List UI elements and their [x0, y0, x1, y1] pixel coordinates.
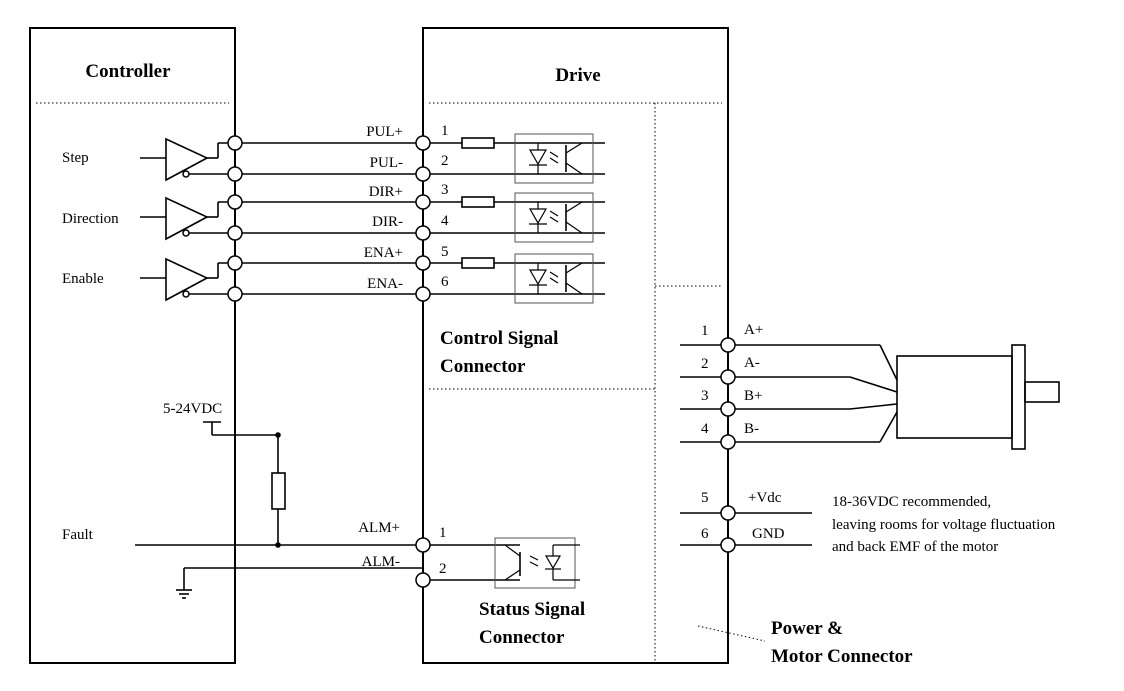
- pin-label-dir-plus: DIR+: [369, 184, 403, 200]
- pin-num-2: 2: [441, 153, 449, 169]
- power-motor-wires: [680, 344, 898, 546]
- input-resistors: [461, 137, 495, 269]
- power-pin-label-b-minus: B-: [744, 421, 759, 437]
- drive-control-terminals: [415, 135, 431, 302]
- resistor-1: [461, 137, 495, 149]
- power-terminals: [720, 337, 736, 553]
- status-pin-num-1: 1: [439, 525, 447, 541]
- controller-box: Controller: [29, 27, 236, 664]
- signal-label-step: Step: [62, 150, 89, 166]
- supply-label: 5-24VDC: [163, 401, 222, 417]
- signal-wires: [235, 142, 605, 295]
- power-pin-label-a-plus: A+: [744, 322, 763, 338]
- optocoupler-step: [514, 133, 594, 184]
- pin-label-pul-plus: PUL+: [366, 124, 403, 140]
- pin-num-5: 5: [441, 244, 449, 260]
- signal-label-enable: Enable: [62, 271, 104, 287]
- pin-label-alm-minus: ALM-: [362, 554, 400, 570]
- power-pin-label-vdc: +Vdc: [748, 490, 782, 506]
- power-pin-num-4: 4: [701, 421, 709, 437]
- control-connector-label-2: Connector: [440, 356, 526, 377]
- status-connector-label-1: Status Signal: [479, 599, 585, 620]
- power-note-line-1: 18-36VDC recommended,: [832, 494, 991, 510]
- control-connector-label-1: Control Signal: [440, 328, 558, 349]
- status-connector-label-2: Connector: [479, 627, 565, 648]
- pin-label-dir-minus: DIR-: [372, 214, 403, 230]
- buffer-enable: [140, 257, 235, 302]
- drive-title: Drive: [555, 65, 600, 86]
- power-connector-label-2: Motor Connector: [771, 646, 913, 667]
- signal-label-fault: Fault: [62, 527, 94, 543]
- power-pin-label-b-plus: B+: [744, 388, 762, 404]
- controller-title: Controller: [85, 61, 171, 82]
- pin-num-6: 6: [441, 274, 449, 290]
- power-pin-label-a-minus: A-: [744, 355, 760, 371]
- pin-num-1: 1: [441, 123, 449, 139]
- optocoupler-enable: [514, 253, 594, 304]
- power-pin-num-1: 1: [701, 323, 709, 339]
- controller-terminals: [227, 135, 243, 302]
- pin-label-ena-minus: ENA-: [367, 276, 403, 292]
- resistor-2: [461, 196, 495, 208]
- pin-label-pul-minus: PUL-: [370, 155, 403, 171]
- pin-label-alm-plus: ALM+: [358, 520, 400, 536]
- pullup-resistor: [271, 472, 286, 510]
- power-note-line-2: leaving rooms for voltage fluctuation: [832, 517, 1056, 533]
- pin-num-4: 4: [441, 213, 449, 229]
- fault-circuit: 5-24VDC: [135, 401, 423, 599]
- buffer-step: [140, 137, 235, 182]
- power-pin-num-6: 6: [701, 526, 709, 542]
- power-connector-label-1: Power &: [771, 618, 843, 639]
- power-pin-num-3: 3: [701, 388, 709, 404]
- status-pin-num-2: 2: [439, 561, 447, 577]
- pin-label-ena-plus: ENA+: [364, 245, 403, 261]
- resistor-3: [461, 257, 495, 269]
- status-optocoupler: [423, 537, 580, 589]
- power-pin-num-2: 2: [701, 356, 709, 372]
- pin-num-3: 3: [441, 182, 449, 198]
- buffer-direction: [140, 196, 235, 241]
- power-pin-label-gnd: GND: [752, 526, 785, 542]
- power-pin-num-5: 5: [701, 490, 709, 506]
- signal-label-direction: Direction: [62, 211, 119, 227]
- power-note-line-3: and back EMF of the motor: [832, 539, 998, 555]
- motor-icon: [896, 344, 1060, 450]
- optocoupler-direction: [514, 192, 594, 243]
